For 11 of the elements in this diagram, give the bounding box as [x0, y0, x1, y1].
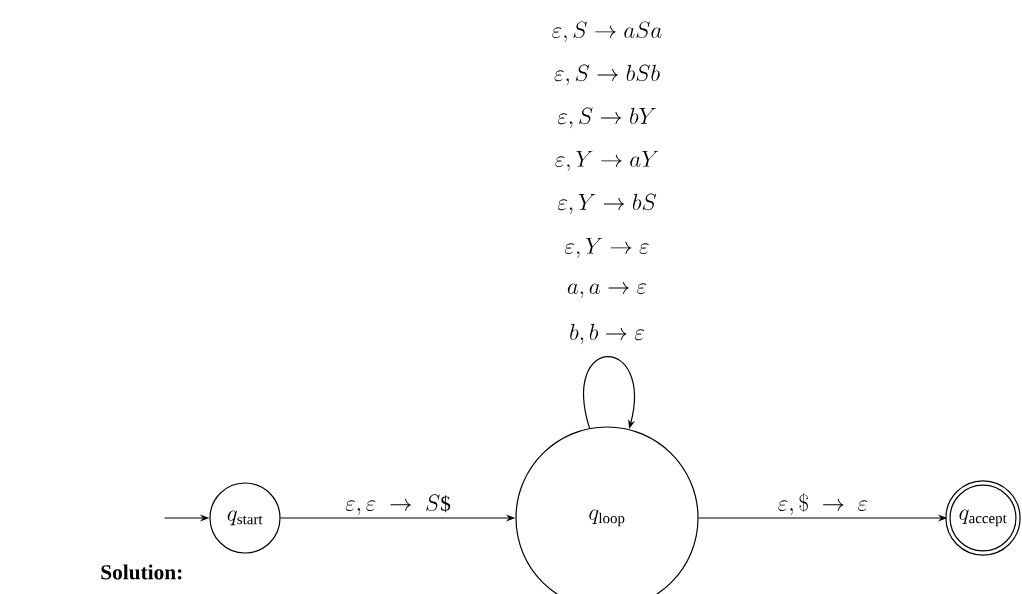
heading: Solution: [101, 564, 182, 580]
edge-label: $\varepsilon,Y\to \varepsilon$ [563, 236, 651, 260]
edge-label: $b,b\to \varepsilon$ [567, 322, 647, 346]
edge-label: $\varepsilon,S\to bY$ [555, 106, 659, 130]
edge-label: $\varepsilon,S\to aSa$ [550, 20, 664, 44]
edge-label: $\varepsilon,\varepsilon\;\to\;S\mbox{\$}$ [343, 493, 453, 517]
edge-label: $\varepsilon,Y\to bS$ [555, 192, 659, 216]
edge-label: $\varepsilon,Y\to aY$ [553, 149, 661, 173]
edge-label: $\varepsilon,S\to bSb$ [552, 63, 662, 87]
edge-label: $a,a\to \varepsilon$ [565, 281, 649, 300]
edge-label: $\varepsilon,\$\;\to\;\varepsilon$ [776, 492, 870, 517]
